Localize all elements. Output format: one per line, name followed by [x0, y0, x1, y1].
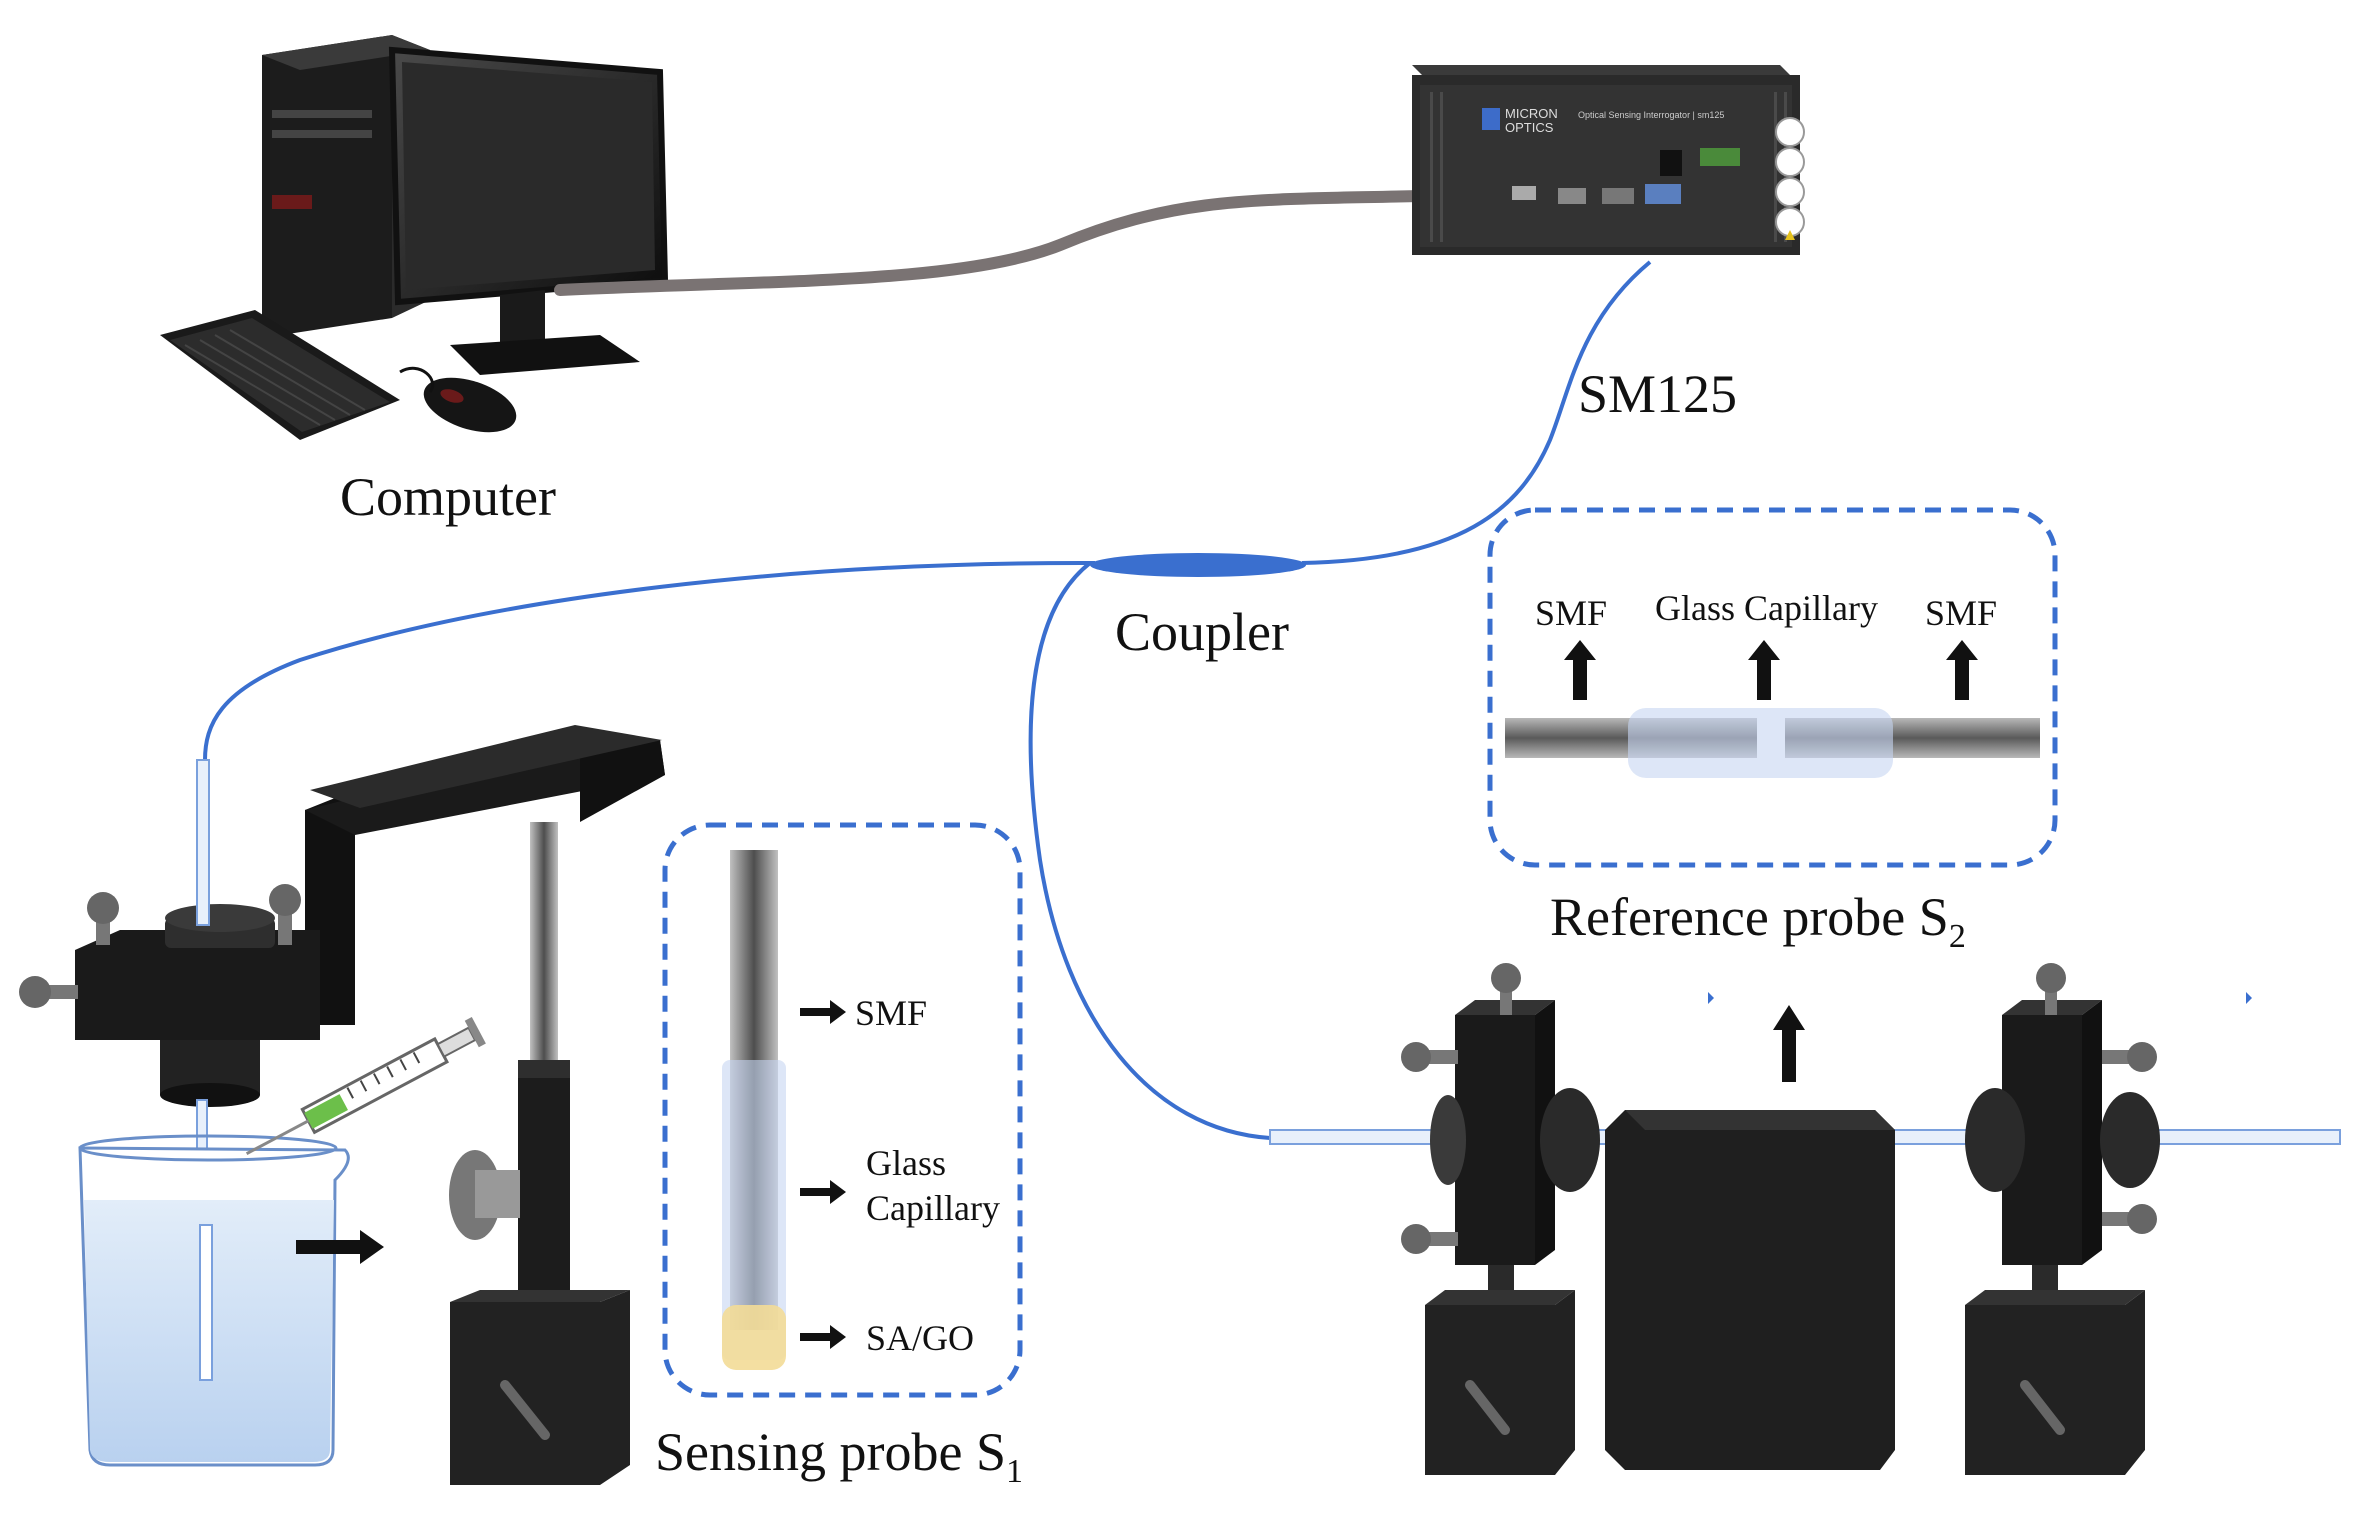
- syringe: [245, 1016, 486, 1156]
- sm125-label: SM125: [1578, 364, 1737, 424]
- channel-port-2: [1775, 147, 1805, 177]
- brand-text-1: MICRON: [1505, 106, 1558, 121]
- arrow-beaker-to-stand: [296, 1230, 384, 1264]
- brand-text-2: OPTICS: [1505, 120, 1554, 135]
- sensing-probe-inset: SMF Glass Capillary SA/GO: [662, 822, 1023, 1398]
- fiber-to-sensing-probe: [203, 560, 1096, 761]
- sensing-probe-label: Sensing probe S1: [655, 1422, 1023, 1490]
- tiny-mark-right: [2246, 992, 2252, 1004]
- beaker: [78, 1134, 350, 1467]
- inset-glass-capillary-ref: [1628, 708, 1893, 778]
- inset-label-capillary: Capillary: [866, 1188, 1000, 1228]
- reference-probe-stage: [1269, 963, 2341, 1475]
- mouse: [399, 366, 517, 433]
- ref-inset-label-smf-left: SMF: [1535, 593, 1607, 633]
- rod-stand: [449, 822, 630, 1485]
- inset-sago-coating: [722, 1305, 786, 1370]
- tiny-mark-left: [1708, 992, 1714, 1004]
- arrow-block-to-ref-inset: [1773, 1005, 1805, 1082]
- fiber-to-reference-probe: [1028, 561, 1271, 1140]
- reference-probe-inset: SMF Glass Capillary SMF: [1487, 507, 2058, 868]
- thumb-screw: [87, 892, 119, 945]
- right-fiber-mount: [1965, 963, 2160, 1475]
- channel-port-1: [1775, 117, 1805, 147]
- computer: [160, 35, 669, 440]
- inset-label-sago: SA/GO: [866, 1318, 974, 1358]
- optical-fibers: [203, 260, 1652, 1140]
- usb-cable: [554, 190, 1426, 296]
- sm125-interrogator: MICRON OPTICS Optical Sensing Interrogat…: [1412, 65, 1805, 255]
- keyboard: [160, 310, 400, 440]
- coupler: [1090, 553, 1306, 577]
- model-text: Optical Sensing Interrogator | sm125: [1578, 110, 1724, 120]
- left-fiber-mount: [1401, 963, 1600, 1475]
- fiber-to-interrogator: [1301, 260, 1652, 565]
- thumb-screw: [19, 976, 78, 1008]
- coupler-label: Coupler: [1115, 602, 1289, 662]
- ref-inset-label-glass: Glass Capillary: [1655, 588, 1878, 628]
- inset-glass-capillary: [722, 1060, 786, 1360]
- ref-inset-label-smf-right: SMF: [1925, 593, 1997, 633]
- fiber-holder-stage: [19, 725, 665, 1241]
- inset-label-smf: SMF: [855, 993, 927, 1033]
- monitor: [388, 46, 669, 375]
- computer-label: Computer: [340, 467, 556, 527]
- thumb-screw: [269, 884, 301, 945]
- channel-port-3: [1775, 177, 1805, 207]
- reference-probe-label: Reference probe S2: [1550, 887, 1966, 955]
- inset-label-glass: Glass: [866, 1143, 946, 1183]
